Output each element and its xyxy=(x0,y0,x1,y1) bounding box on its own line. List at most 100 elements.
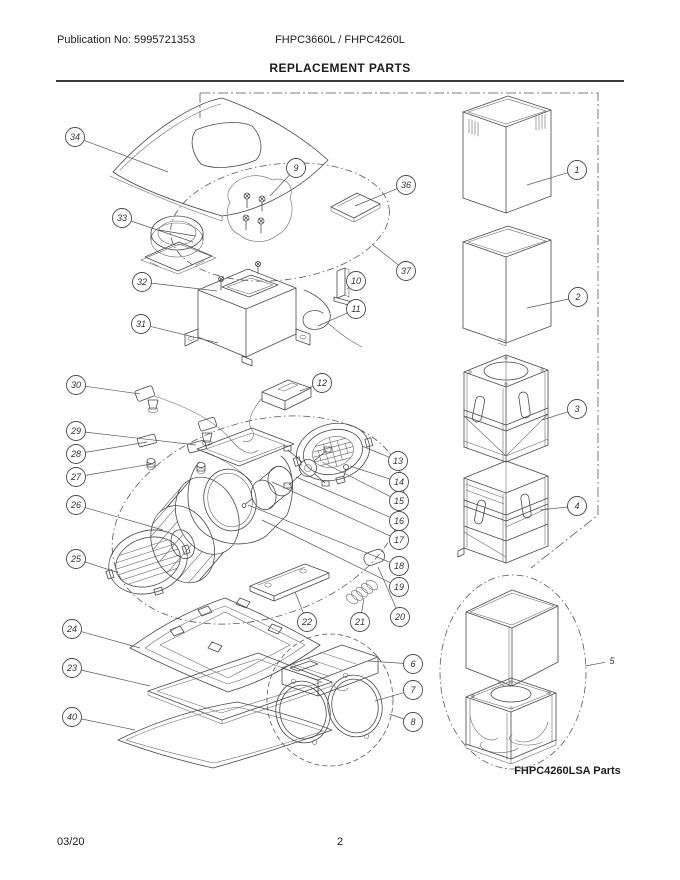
fan-guard-right xyxy=(292,422,374,485)
callout-4: 4 xyxy=(539,496,587,516)
svg-text:15: 15 xyxy=(394,496,405,506)
svg-text:11: 11 xyxy=(351,304,360,314)
svg-text:27: 27 xyxy=(70,472,82,482)
callout-13: 13 xyxy=(361,445,408,471)
callout-27: 27 xyxy=(66,463,152,487)
callout-37: 37 xyxy=(371,243,416,281)
svg-text:16: 16 xyxy=(394,516,404,526)
capacitor xyxy=(363,548,386,566)
wire-loop xyxy=(302,289,363,348)
svg-text:33: 33 xyxy=(117,213,127,223)
callout-8: 8 xyxy=(388,712,423,732)
header-divider xyxy=(56,80,624,82)
callout-16: 16 xyxy=(295,476,409,531)
svg-text:3: 3 xyxy=(574,404,579,414)
publication-number: Publication No: 5995721353 xyxy=(57,34,196,46)
callout-23: 23 xyxy=(62,658,151,687)
svg-text:25: 25 xyxy=(70,554,82,564)
callout-36: 36 xyxy=(354,175,416,207)
svg-text:21: 21 xyxy=(354,617,365,627)
svg-text:4: 4 xyxy=(574,501,579,511)
housing-screws xyxy=(218,261,261,291)
svg-text:8: 8 xyxy=(410,717,415,727)
blower-motor xyxy=(241,465,293,511)
svg-text:13: 13 xyxy=(393,456,403,466)
lamp-group-ellipse xyxy=(266,633,394,767)
svg-text:5: 5 xyxy=(609,656,615,666)
callout-3: 3 xyxy=(541,399,587,421)
chimney-flue-lower xyxy=(462,225,552,347)
svg-text:30: 30 xyxy=(71,380,81,390)
bottom-frame xyxy=(129,597,321,693)
callout-14: 14 xyxy=(349,465,409,492)
glass-panel xyxy=(117,701,333,769)
vent-kit-ellipse xyxy=(170,162,390,282)
lamp-ring-left xyxy=(275,678,331,745)
callout-1: 1 xyxy=(526,160,587,186)
svg-text:26: 26 xyxy=(70,500,81,510)
callout-15: 15 xyxy=(321,461,409,511)
callout-17: 17 xyxy=(271,481,409,550)
callout-2: 2 xyxy=(526,287,588,309)
callout-25: 25 xyxy=(66,549,117,573)
callout-30: 30 xyxy=(66,375,141,395)
fan-guard-left xyxy=(105,529,191,596)
svg-text:9: 9 xyxy=(293,163,298,173)
callout-9: 9 xyxy=(269,158,306,197)
svg-text:18: 18 xyxy=(394,561,404,571)
blower-scroll-housing xyxy=(187,427,295,545)
svg-text:19: 19 xyxy=(394,582,404,592)
lamp-housing-box xyxy=(281,644,379,697)
callout-31: 31 xyxy=(131,314,219,344)
svg-text:36: 36 xyxy=(401,180,411,190)
callout-21: 21 xyxy=(350,597,370,632)
wire-harness xyxy=(134,385,259,483)
svg-text:37: 37 xyxy=(401,266,412,276)
callout-7: 7 xyxy=(374,680,423,702)
fhpc4260-group-ellipse xyxy=(439,574,587,770)
control-switch-box xyxy=(242,379,312,442)
svg-text:1: 1 xyxy=(574,165,579,175)
svg-text:2: 2 xyxy=(574,292,580,302)
svg-text:40: 40 xyxy=(67,712,77,722)
svg-text:24: 24 xyxy=(66,624,77,634)
callout-10: 10 xyxy=(346,271,366,291)
support-frame-lower xyxy=(457,460,549,564)
svg-text:12: 12 xyxy=(317,378,327,388)
svg-text:34: 34 xyxy=(70,132,80,142)
svg-text:6: 6 xyxy=(410,659,415,669)
callout-29: 29 xyxy=(66,421,197,446)
lamp-ring-right xyxy=(327,672,383,739)
svg-text:7: 7 xyxy=(410,685,416,695)
plenum-box xyxy=(184,268,311,367)
support-frame-upper xyxy=(463,354,549,463)
footer-date: 03/20 xyxy=(57,836,85,848)
blower-wheel xyxy=(150,476,240,584)
callout-19: 19 xyxy=(261,519,409,597)
chimney-flue-upper xyxy=(462,95,552,214)
callout-11: 11 xyxy=(317,299,366,327)
canopy-panel xyxy=(109,97,329,222)
blower-assembly-ellipse xyxy=(111,415,405,625)
callout-28: 28 xyxy=(66,441,148,464)
callout-20: 20 xyxy=(377,566,410,627)
svg-text:23: 23 xyxy=(66,663,77,673)
callout-5: 5 xyxy=(584,656,615,667)
cube-frame xyxy=(465,677,557,765)
svg-text:20: 20 xyxy=(394,612,405,622)
callout-6: 6 xyxy=(367,654,423,674)
svg-text:29: 29 xyxy=(70,426,81,436)
footer-page-number: 2 xyxy=(336,836,344,848)
screw-pack xyxy=(227,175,293,242)
spring xyxy=(345,579,379,605)
svg-text:32: 32 xyxy=(137,277,147,287)
duct-box xyxy=(465,589,559,687)
damper-collar xyxy=(140,215,217,275)
svg-text:28: 28 xyxy=(70,449,81,459)
callout-12: 12 xyxy=(299,373,332,393)
callout-34: 34 xyxy=(65,127,169,173)
group-label: FHPC4260LSA Parts xyxy=(514,765,621,777)
